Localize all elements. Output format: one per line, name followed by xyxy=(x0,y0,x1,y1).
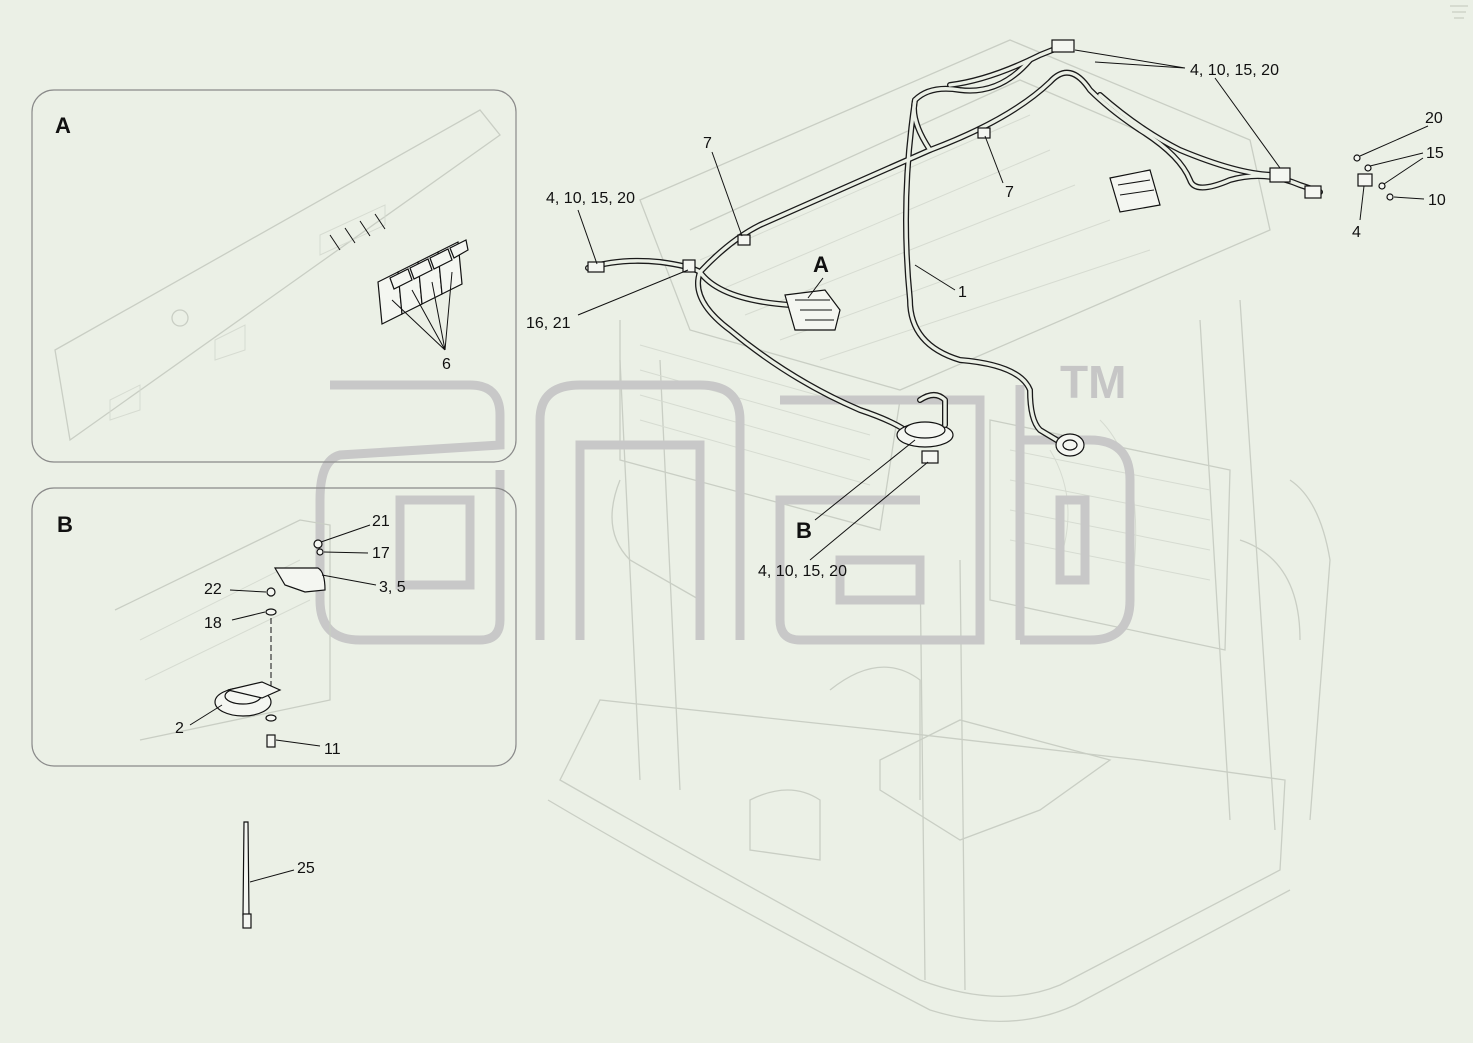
cable-tie-25: 25 xyxy=(242,821,315,929)
detail-a-label: A xyxy=(55,113,71,138)
callout-harness-1: 1 xyxy=(958,284,967,301)
callout-b-2: 2 xyxy=(175,720,184,737)
bracket-3-5 xyxy=(273,567,326,593)
clip-16-21 xyxy=(682,259,696,273)
callout-detail-a-location: A xyxy=(813,252,829,277)
detail-b-label: B xyxy=(57,512,73,537)
callout-b-18: 18 xyxy=(204,615,222,632)
detail-a-panel: A 6 xyxy=(31,89,517,463)
wiring-harness xyxy=(585,42,1323,448)
callout-connector-top: 4, 10, 15, 20 xyxy=(1190,62,1279,79)
watermark-logo: ТМ xyxy=(315,356,1135,645)
connector-left xyxy=(587,261,605,273)
callout-tie-25: 25 xyxy=(297,860,315,877)
clip-left xyxy=(737,234,751,246)
connector-bottom xyxy=(921,450,939,464)
connector-right-end xyxy=(1304,185,1322,199)
callout-terminal-20: 20 xyxy=(1425,110,1443,127)
main-callouts: 4, 10, 15, 20 4, 10, 15, 20 7 7 16, 21 1… xyxy=(526,49,1281,580)
callout-7-left: 7 xyxy=(703,135,712,152)
watermark-tm: ТМ xyxy=(1060,356,1126,408)
callout-connector-bottom: 4, 10, 15, 20 xyxy=(758,563,847,580)
relay-block xyxy=(1109,169,1161,213)
clip-right xyxy=(977,127,991,139)
bolt-11 xyxy=(266,734,276,748)
callout-terminal-15: 15 xyxy=(1426,145,1444,162)
callout-b-17: 17 xyxy=(372,545,390,562)
callout-detail-b-location: B xyxy=(796,518,812,543)
callout-b-3-5: 3, 5 xyxy=(379,579,406,596)
harness-connectors xyxy=(587,39,1322,464)
callout-b-11: 11 xyxy=(324,741,341,758)
connector-right xyxy=(1269,167,1291,183)
callout-b-22: 22 xyxy=(204,581,222,598)
callout-16-21: 16, 21 xyxy=(526,315,571,332)
detail-b-panel: B 21 17 3, 5 22 18 2 11 xyxy=(31,487,517,767)
callout-b-21: 21 xyxy=(372,513,390,530)
callout-7-right: 7 xyxy=(1005,184,1014,201)
corner-mark xyxy=(1450,5,1468,19)
callout-terminal-10: 10 xyxy=(1428,192,1446,209)
terminal-housing xyxy=(1357,173,1373,187)
callout-terminal-4: 4 xyxy=(1352,224,1361,241)
callout-switches-6: 6 xyxy=(442,356,451,373)
callout-connector-left: 4, 10, 15, 20 xyxy=(546,190,635,207)
terminal-exploded-view: 20 15 10 4 xyxy=(1352,110,1446,241)
connector-top xyxy=(1051,39,1075,53)
